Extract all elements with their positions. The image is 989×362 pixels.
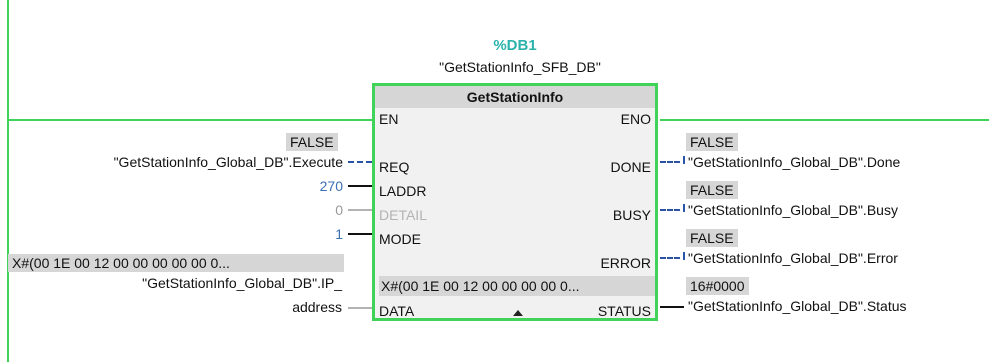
power-flow-line-out	[660, 119, 989, 121]
error-wire-tick	[683, 252, 685, 260]
mode-wire	[348, 233, 372, 235]
error-monitor-value: FALSE	[686, 229, 738, 247]
status-wire	[660, 306, 684, 308]
req-operand[interactable]: "GetStationInfo_Global_DB".Execute	[113, 154, 343, 170]
done-monitor-value: FALSE	[686, 133, 738, 151]
block-title[interactable]: GetStationInfo	[375, 86, 655, 108]
pin-req[interactable]: REQ	[379, 159, 410, 175]
done-operand[interactable]: "GetStationInfo_Global_DB".Done	[688, 154, 901, 170]
instance-db-name[interactable]: %DB1	[493, 37, 537, 54]
data-operand-line2[interactable]: address	[292, 299, 342, 315]
busy-wire	[660, 209, 680, 211]
req-monitor-value: FALSE	[286, 133, 338, 151]
data-input-monitor-value: X#(00 1E 00 12 00 00 00 00 0...	[379, 276, 655, 296]
busy-operand[interactable]: "GetStationInfo_Global_DB".Busy	[688, 202, 898, 218]
pin-done[interactable]: DONE	[610, 159, 651, 175]
pin-busy[interactable]: BUSY	[612, 207, 651, 223]
req-wire	[348, 161, 372, 163]
left-power-rail	[7, 0, 9, 362]
error-operand[interactable]: "GetStationInfo_Global_DB".Error	[688, 250, 898, 266]
data-operand-line1[interactable]: "GetStationInfo_Global_DB".IP_	[142, 275, 342, 291]
detail-constant[interactable]: 0	[335, 202, 343, 218]
done-wire-tick	[683, 156, 685, 164]
pin-status[interactable]: STATUS	[597, 303, 651, 319]
status-operand[interactable]: "GetStationInfo_Global_DB".Status	[688, 298, 907, 314]
collapse-pins-icon[interactable]	[513, 310, 523, 316]
mode-constant[interactable]: 1	[335, 226, 343, 242]
pin-eno[interactable]: ENO	[620, 111, 651, 127]
power-flow-line-in	[7, 119, 374, 121]
error-wire	[660, 257, 680, 259]
status-monitor-value: 16#0000	[686, 277, 749, 295]
detail-wire	[348, 209, 372, 211]
busy-monitor-value: FALSE	[686, 181, 738, 199]
instance-db-symbol[interactable]: "GetStationInfo_SFB_DB"	[439, 59, 601, 75]
pin-laddr[interactable]: LADDR	[379, 183, 427, 199]
pin-en[interactable]: EN	[379, 111, 399, 127]
pin-data[interactable]: DATA	[379, 303, 415, 319]
data-monitor-value: X#(00 1E 00 12 00 00 00 00 00 0...	[8, 254, 344, 272]
data-wire	[348, 307, 372, 309]
pin-error[interactable]: ERROR	[600, 255, 651, 271]
laddr-constant[interactable]: 270	[319, 178, 343, 194]
laddr-wire	[348, 185, 372, 187]
pin-mode[interactable]: MODE	[379, 231, 421, 247]
pin-detail[interactable]: DETAIL	[379, 207, 427, 223]
getstationinfo-block[interactable]: GetStationInfo EN REQ LADDR DETAIL MODE …	[372, 83, 658, 321]
busy-wire-tick	[683, 204, 685, 212]
done-wire	[660, 161, 680, 163]
